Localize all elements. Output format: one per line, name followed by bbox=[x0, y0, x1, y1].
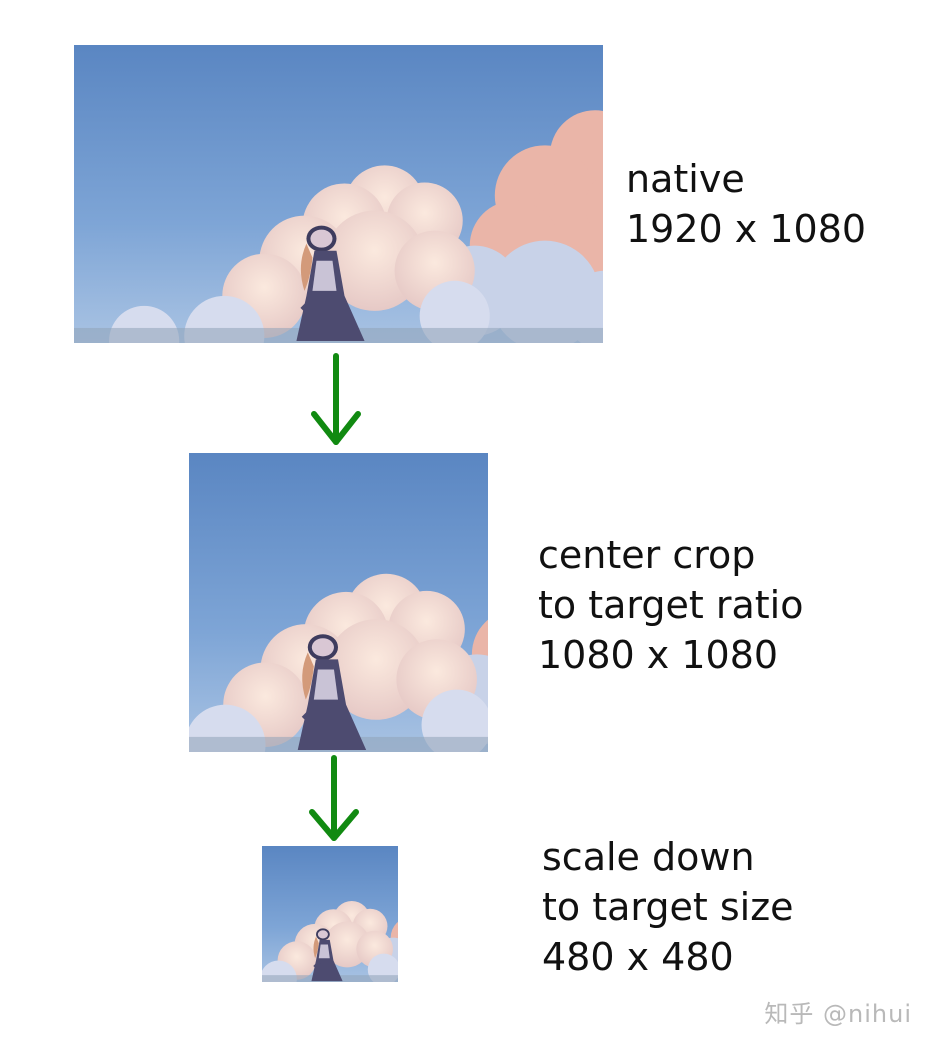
cropped-image bbox=[189, 453, 488, 752]
scaled-image bbox=[262, 846, 398, 982]
native-caption: native 1920 x 1080 bbox=[626, 154, 866, 254]
watermark: 知乎 @nihui bbox=[764, 1000, 912, 1028]
landscape-painting-square-crop-icon bbox=[189, 453, 488, 752]
scale-caption: scale down to target size 480 x 480 bbox=[542, 832, 794, 982]
crop-caption: center crop to target ratio 1080 x 1080 bbox=[538, 530, 803, 680]
landscape-painting-icon bbox=[74, 45, 603, 343]
caption-line: 1920 x 1080 bbox=[626, 207, 867, 251]
caption-line: center crop bbox=[538, 533, 756, 577]
native-image bbox=[74, 45, 603, 343]
down-arrow-icon bbox=[311, 353, 361, 445]
caption-line: to target size bbox=[542, 885, 794, 929]
caption-line: native bbox=[626, 157, 745, 201]
landscape-painting-small-icon bbox=[262, 846, 398, 982]
caption-line: 480 x 480 bbox=[542, 935, 734, 979]
caption-line: to target ratio bbox=[538, 583, 804, 627]
caption-line: 1080 x 1080 bbox=[538, 633, 779, 677]
down-arrow-icon bbox=[309, 755, 359, 841]
caption-line: scale down bbox=[542, 835, 755, 879]
